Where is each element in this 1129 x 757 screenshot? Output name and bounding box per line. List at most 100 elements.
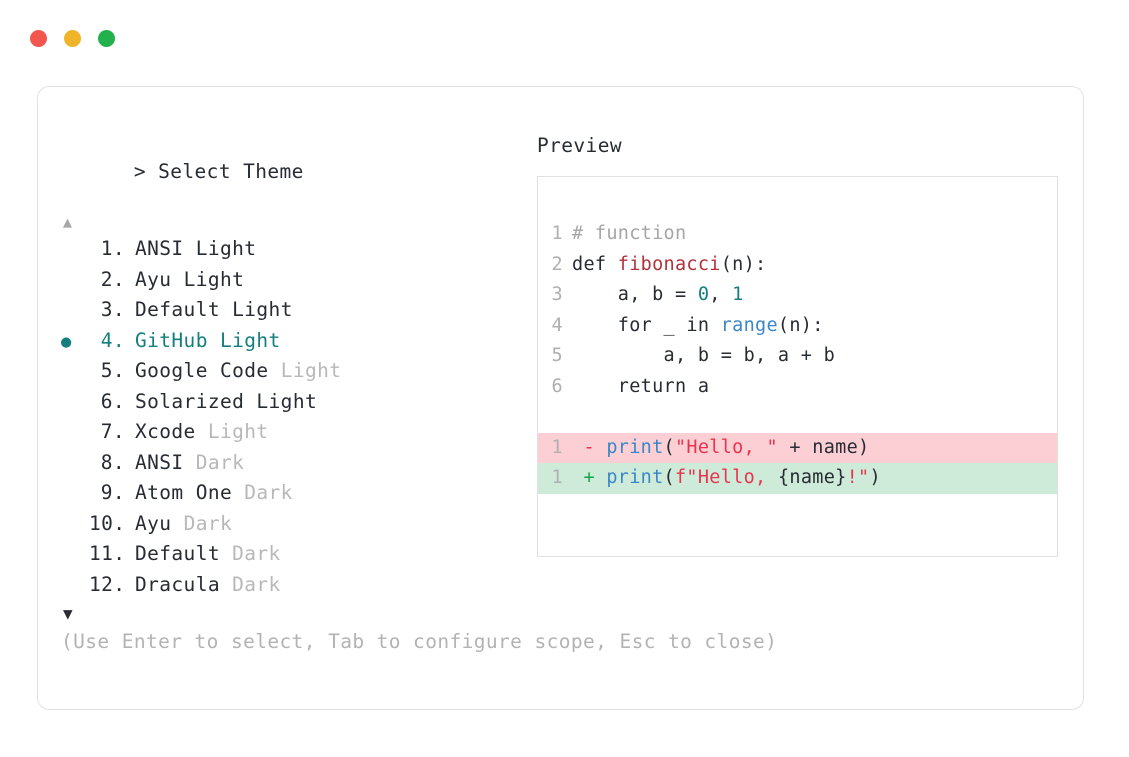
theme-item-variant: Light: [232, 298, 293, 321]
code-line-number: 1: [551, 467, 563, 488]
code-token: return a: [572, 375, 710, 397]
theme-item-name: ANSI: [135, 450, 196, 474]
theme-item-name: GitHub: [135, 328, 220, 352]
close-window-dot[interactable]: [30, 30, 47, 47]
code-line: 3 a, b = 0, 1: [538, 280, 1057, 311]
code-token: -: [572, 436, 607, 458]
code-line-text: return a: [572, 372, 709, 403]
theme-item-variant: Light: [183, 267, 245, 291]
theme-item-index: 1.: [100, 237, 125, 260]
code-line-number: 5: [551, 345, 563, 366]
theme-list-panel: > Select Theme ▲ 1. ANSI Light 2. Ayu Light…: [61, 133, 531, 627]
theme-item-variant: Light: [280, 359, 342, 382]
code-token: def: [572, 253, 618, 275]
theme-item-name: Google Code: [135, 359, 281, 382]
code-line-number: 4: [551, 314, 563, 336]
code-line: 2 def fibonacci(n):: [538, 250, 1057, 281]
minimize-window-dot[interactable]: [64, 30, 81, 47]
code-token: for _ in: [572, 314, 721, 336]
code-line: 1 # function: [538, 219, 1057, 250]
theme-list-item[interactable]: ●4.GitHub Light: [61, 329, 531, 360]
code-token: a, b =: [572, 284, 698, 305]
theme-list-item[interactable]: 2. Ayu Light: [61, 268, 531, 299]
theme-list-item[interactable]: 1. ANSI Light: [61, 237, 531, 268]
code-token: print: [606, 436, 664, 458]
theme-item-index: 4.: [100, 328, 125, 352]
code-token: fibonacci: [617, 253, 721, 275]
code-line-number: 1: [551, 436, 563, 458]
scroll-up-icon[interactable]: ▲: [63, 213, 73, 231]
maximize-window-dot[interactable]: [98, 30, 115, 47]
theme-item-index: 7.: [100, 420, 125, 443]
code-token: ): [869, 467, 881, 488]
code-token: 1: [732, 284, 744, 305]
theme-list-item[interactable]: 7.Xcode Light: [61, 420, 531, 451]
theme-list-item[interactable]: 12. Dracula Dark: [61, 573, 531, 604]
code-line-text: # function: [572, 219, 686, 250]
theme-list-item[interactable]: 10.Ayu Dark: [61, 512, 531, 543]
theme-item-index: 9.: [100, 481, 125, 504]
code-token: !": [846, 467, 870, 488]
code-line-number: 3: [551, 284, 563, 305]
code-line-text: def fibonacci(n):: [572, 250, 766, 281]
theme-item-variant: Light: [195, 237, 257, 260]
code-line-number: 6: [551, 375, 563, 397]
theme-item-name: Dracula: [135, 572, 233, 596]
code-line-text: + print(f"Hello, {name}!"): [572, 463, 881, 494]
code-token: {name}: [777, 467, 847, 488]
theme-item-index: 2.: [100, 267, 125, 291]
prompt-header: > Select Theme: [61, 133, 531, 211]
code-token: +: [572, 467, 607, 488]
diff-line-add: 1 + print(f"Hello, {name}!"): [538, 463, 1057, 494]
code-token: ,: [709, 284, 733, 305]
code-token: 0: [697, 284, 710, 305]
theme-item-index: 11.: [89, 542, 126, 565]
code-token: "Hello, ": [674, 436, 778, 458]
theme-item-index: 12.: [89, 572, 126, 596]
keyboard-hint: (Use Enter to select, Tab to configure s…: [61, 630, 778, 653]
theme-item-index: 6.: [100, 389, 125, 413]
code-token: # function: [572, 223, 687, 244]
theme-list-item[interactable]: 11. Default Dark: [61, 542, 531, 573]
theme-list-item[interactable]: 6.Solarized Light: [61, 390, 531, 421]
code-line-text: a, b = b, a + b: [572, 341, 835, 372]
theme-list-item[interactable]: 9. Atom One Dark: [61, 481, 531, 512]
preview-title: Preview: [537, 134, 622, 157]
code-line-text: for _ in range(n):: [572, 311, 824, 342]
theme-list-item[interactable]: 3.Default Light: [61, 298, 531, 329]
theme-item-variant: Dark: [232, 572, 281, 596]
scroll-down-icon[interactable]: ▼: [63, 604, 73, 623]
selected-bullet-icon: ●: [61, 331, 72, 352]
theme-item-variant: Dark: [195, 450, 245, 474]
code-token: f"Hello,: [674, 467, 778, 488]
code-line-text: a, b = 0, 1: [572, 280, 744, 311]
code-line-number: 2: [551, 253, 563, 275]
theme-item-name: Xcode: [135, 420, 208, 443]
code-line-text: - print("Hello, " + name): [572, 433, 869, 464]
code-token: (: [663, 436, 675, 458]
code-token: + name): [777, 436, 870, 458]
theme-selector-card: > Select Theme ▲ 1. ANSI Light 2. Ayu Light…: [37, 86, 1084, 710]
code-token: (n):: [720, 253, 767, 275]
code-line: 4 for _ in range(n):: [538, 311, 1057, 342]
code-token: (n):: [777, 314, 824, 336]
theme-item-variant: Dark: [232, 542, 281, 565]
theme-item-name: Ayu: [135, 267, 184, 291]
theme-item-name: Default: [135, 542, 233, 565]
theme-item-name: Ayu: [135, 511, 184, 535]
theme-item-index: 5.: [100, 359, 125, 382]
code-line-number: 1: [551, 223, 563, 244]
theme-item-name: Solarized: [135, 389, 257, 413]
theme-list-item[interactable]: 5. Google Code Light: [61, 359, 531, 390]
theme-item-variant: Dark: [244, 481, 293, 504]
page-title: Select Theme: [158, 160, 304, 183]
theme-item-name: ANSI: [135, 237, 196, 260]
theme-item-variant: Dark: [183, 511, 233, 535]
theme-item-name: Atom One: [135, 481, 245, 504]
theme-list-item[interactable]: 8.ANSI Dark: [61, 451, 531, 482]
code-line: 5 a, b = b, a + b: [538, 341, 1057, 372]
window-traffic-lights: [30, 30, 115, 47]
